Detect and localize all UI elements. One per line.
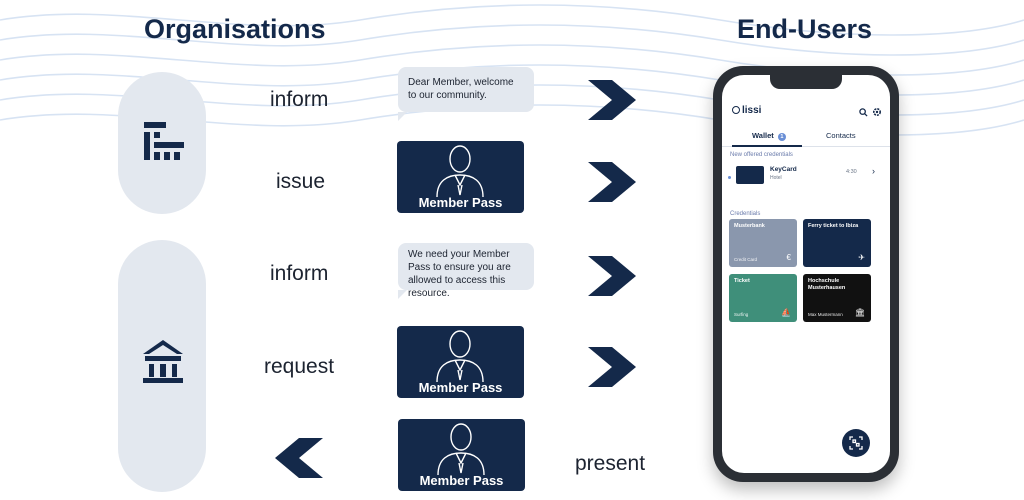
action-label: inform bbox=[270, 262, 329, 285]
offered-credential-item[interactable]: KeyCard Hotel 4:30 › bbox=[728, 163, 884, 193]
member-pass-card: Member Pass bbox=[397, 326, 524, 398]
member-pass-label: Member Pass bbox=[419, 473, 504, 488]
member-pass-card: Member Pass bbox=[398, 419, 525, 491]
action-label: inform bbox=[270, 88, 329, 111]
chevron-left-icon bbox=[275, 438, 323, 478]
keycard-subtitle: Hotel bbox=[770, 175, 782, 181]
tab-wallet-badge: 1 bbox=[777, 133, 786, 141]
action-label: issue bbox=[276, 170, 326, 193]
tab-wallet-label: Wallet bbox=[752, 131, 774, 140]
credential-card-subtitle: Max Mustermann bbox=[808, 312, 843, 317]
organisations-heading: Organisations bbox=[144, 14, 326, 44]
search-icon[interactable] bbox=[859, 108, 868, 117]
bubble-tail bbox=[398, 290, 407, 299]
airplane-icon: ✈ bbox=[858, 253, 865, 262]
gear-icon[interactable] bbox=[872, 107, 882, 117]
lissi-logo-icon bbox=[732, 106, 740, 114]
member-pass-card: Member Pass bbox=[397, 141, 524, 213]
bank-icon bbox=[143, 340, 183, 383]
office-building-icon bbox=[144, 122, 184, 160]
member-pass-label: Member Pass bbox=[418, 195, 503, 210]
credential-card-title: Musterbank bbox=[734, 223, 765, 229]
tab-wallet[interactable]: Wallet 1 bbox=[752, 131, 786, 141]
credential-card-subtitle: Credit Card bbox=[734, 257, 758, 262]
chevron-right-icon bbox=[588, 347, 636, 387]
bubble-tail bbox=[398, 112, 407, 121]
qr-scan-icon bbox=[849, 436, 863, 450]
phone-notch bbox=[770, 75, 842, 89]
welcome-message-bubble: Dear Member, welcome to our community. bbox=[398, 67, 534, 121]
euro-icon: € bbox=[786, 253, 791, 262]
action-label: request bbox=[264, 355, 335, 378]
credential-card-title: Ferry ticket to Ibiza bbox=[808, 223, 859, 229]
wallet-app-screen: lissi Wallet 1 Contacts New offered cred… bbox=[722, 75, 890, 473]
unread-dot-icon bbox=[728, 176, 731, 179]
tab-contacts[interactable]: Contacts bbox=[826, 131, 856, 140]
keycard-title: KeyCard bbox=[770, 166, 797, 173]
person-icon bbox=[436, 330, 484, 383]
app-logo: lissi bbox=[732, 105, 761, 116]
surfing-icon: ⛵ bbox=[781, 308, 791, 317]
smartphone-mockup: lissi Wallet 1 Contacts New offered cred… bbox=[713, 66, 899, 482]
app-tab-bar: Wallet 1 Contacts bbox=[722, 127, 890, 147]
chevron-right-icon bbox=[588, 162, 636, 202]
credentials-label: Credentials bbox=[730, 211, 761, 217]
credential-card[interactable]: Ticket Surfing ⛵ bbox=[729, 274, 797, 322]
keycard-time: 4:30 bbox=[846, 169, 857, 175]
scan-qr-button[interactable] bbox=[842, 429, 870, 457]
end-users-heading: End-Users bbox=[737, 14, 873, 44]
credential-card-title: Hochschule Musterhausen bbox=[808, 278, 846, 291]
chevron-right-icon bbox=[588, 80, 636, 120]
app-brand: lissi bbox=[742, 105, 762, 116]
person-icon bbox=[436, 145, 484, 198]
bubble-text: We need your Member Pass to ensure you a… bbox=[408, 249, 511, 299]
action-label: present bbox=[575, 452, 646, 475]
credential-card-subtitle: Surfing bbox=[734, 312, 749, 317]
chevron-right-icon: › bbox=[872, 166, 875, 176]
tab-active-indicator bbox=[732, 145, 802, 147]
bubble-text: Dear Member, welcome to our community. bbox=[408, 77, 514, 101]
member-pass-label: Member Pass bbox=[418, 380, 503, 395]
offered-credentials-label: New offered credentials bbox=[730, 152, 793, 158]
university-icon: 🏛 bbox=[854, 308, 865, 317]
credential-card[interactable]: Ferry ticket to Ibiza ✈ bbox=[803, 219, 871, 267]
keycard-thumbnail bbox=[736, 166, 764, 184]
credential-card[interactable]: Musterbank Credit Card € bbox=[729, 219, 797, 267]
credential-card-title: Ticket bbox=[734, 278, 750, 284]
chevron-right-icon bbox=[588, 256, 636, 296]
credential-card[interactable]: Hochschule Musterhausen Max Mustermann 🏛 bbox=[803, 274, 871, 322]
request-message-bubble: We need your Member Pass to ensure you a… bbox=[398, 243, 534, 299]
person-icon bbox=[437, 423, 485, 476]
